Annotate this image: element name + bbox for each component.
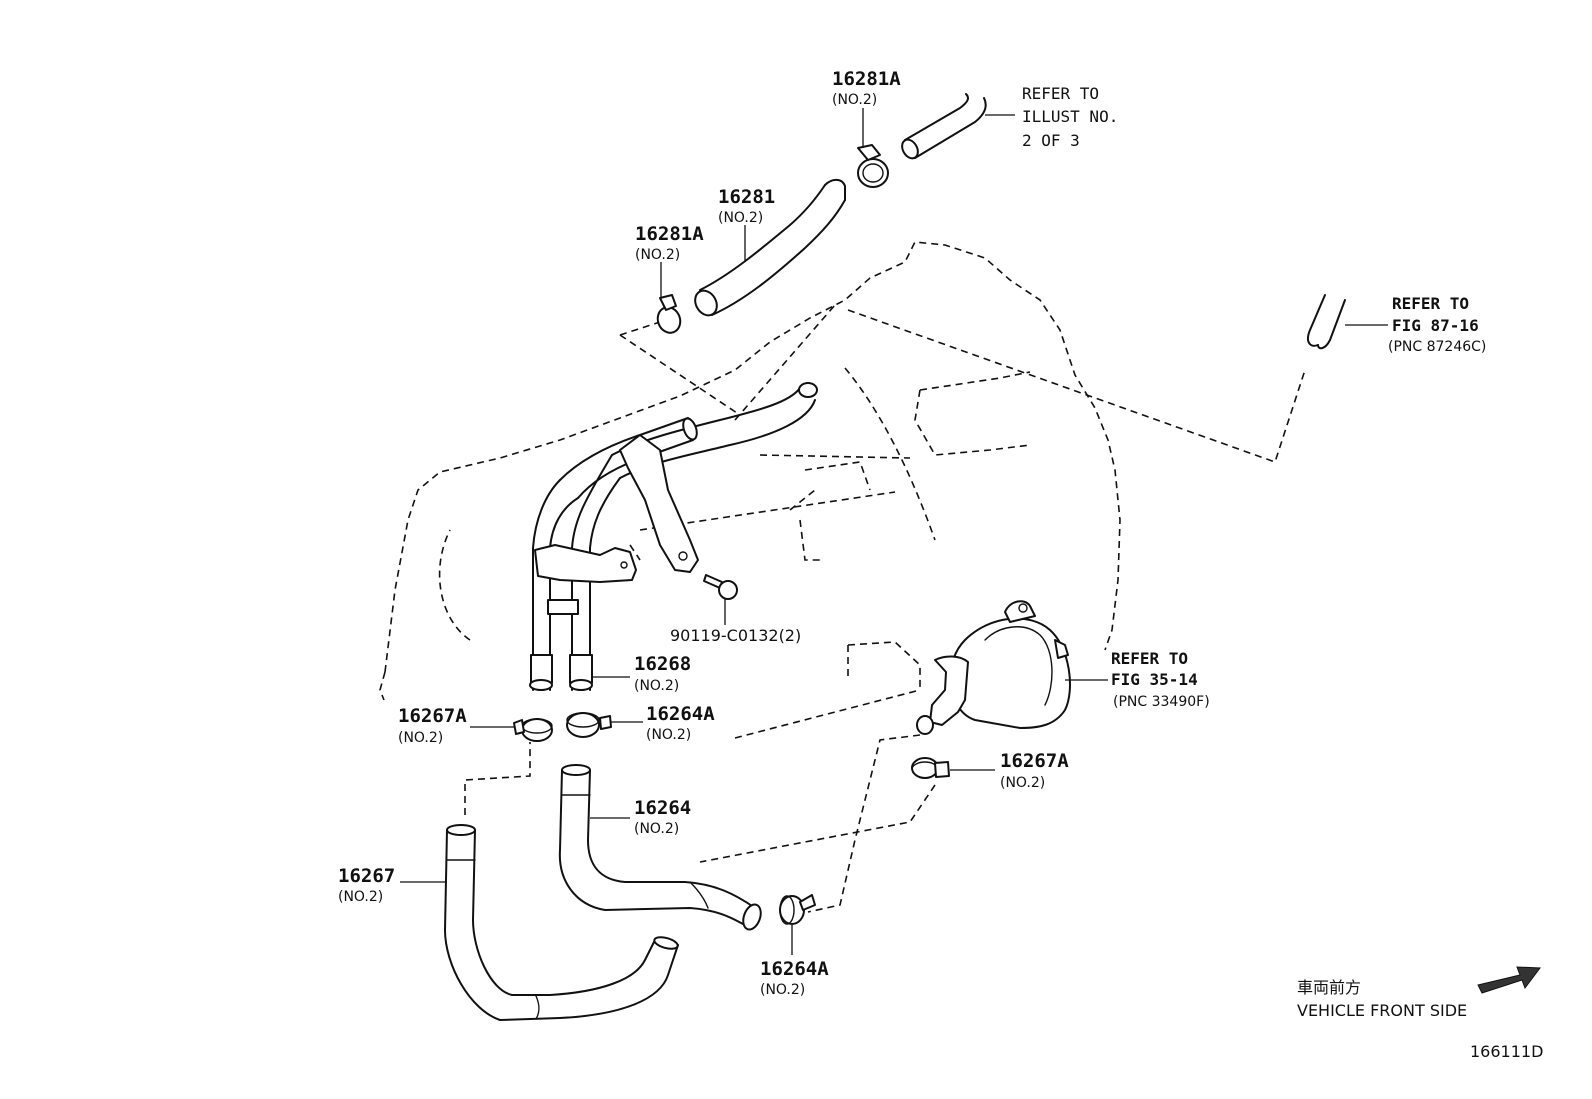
- svg-text:REFER TO: REFER TO: [1392, 294, 1469, 313]
- svg-text:16264A: 16264A: [646, 703, 715, 725]
- arrow-icon: [1477, 966, 1541, 994]
- label-16267A-left: 16267A (NO.2): [398, 705, 467, 746]
- svg-text:(NO.2): (NO.2): [832, 92, 877, 108]
- svg-text:16267: 16267: [338, 865, 395, 887]
- svg-text:(NO.2): (NO.2): [760, 982, 805, 998]
- svg-text:16268: 16268: [634, 653, 691, 675]
- label-16268: 16268 (NO.2): [634, 653, 691, 694]
- svg-text:16281A: 16281A: [832, 68, 901, 90]
- tube-assembly-16268: [529, 382, 818, 691]
- ref-fig-35-14: REFER TO FIG 35-14 (PNC 33490F): [1111, 649, 1210, 710]
- vehicle-front-indicator: 車両前方 VEHICLE FRONT SIDE: [1297, 966, 1541, 1020]
- svg-text:FIG 35-14: FIG 35-14: [1111, 670, 1198, 689]
- oil-cooler: [916, 600, 1108, 735]
- label-16267A-right: 16267A (NO.2): [1000, 750, 1069, 791]
- svg-text:(NO.2): (NO.2): [1000, 775, 1045, 791]
- clamp-16267A-right: [911, 757, 950, 779]
- pipe-upper-right: [901, 93, 1015, 160]
- svg-text:(NO.2): (NO.2): [338, 889, 383, 905]
- svg-text:(PNC 87246C): (PNC 87246C): [1388, 339, 1486, 355]
- label-16264A-bottom: 16264A (NO.2): [760, 958, 829, 998]
- svg-text:(NO.2): (NO.2): [634, 821, 679, 837]
- label-90119: 90119-C0132(2): [670, 626, 801, 645]
- clamp-16267A-left: [513, 718, 553, 742]
- svg-text:REFER TO: REFER TO: [1022, 84, 1099, 103]
- label-16264A-mid: 16264A (NO.2): [646, 703, 715, 743]
- svg-text:(NO.2): (NO.2): [646, 727, 691, 743]
- ref-illust-2-of-3: REFER TO ILLUST NO. 2 OF 3: [1022, 84, 1118, 150]
- svg-text:VEHICLE FRONT SIDE: VEHICLE FRONT SIDE: [1297, 1001, 1467, 1020]
- svg-text:16264A: 16264A: [760, 958, 829, 980]
- svg-text:16281: 16281: [718, 186, 775, 208]
- svg-text:16264: 16264: [634, 797, 691, 819]
- hose-16264: [558, 764, 762, 931]
- svg-text:ILLUST NO.: ILLUST NO.: [1022, 107, 1118, 126]
- clamp-16281A-top: [857, 144, 889, 188]
- label-16281: 16281 (NO.2): [718, 186, 775, 226]
- svg-text:(NO.2): (NO.2): [635, 247, 680, 263]
- svg-text:(PNC 33490F): (PNC 33490F): [1113, 694, 1210, 710]
- bolt-90119: [703, 574, 738, 625]
- clamp-16264A-bottom: [779, 894, 816, 925]
- svg-text:FIG 87-16: FIG 87-16: [1392, 316, 1479, 335]
- diagram-code: 166111D: [1470, 1042, 1543, 1061]
- label-16264: 16264 (NO.2): [634, 797, 691, 837]
- label-16281A-top: 16281A (NO.2): [832, 68, 901, 108]
- svg-text:車両前方: 車両前方: [1297, 978, 1361, 997]
- label-16281A-mid: 16281A (NO.2): [635, 223, 704, 263]
- svg-text:(NO.2): (NO.2): [398, 730, 443, 746]
- clamp-16281A-mid: [656, 294, 682, 334]
- svg-text:90119-C0132(2): 90119-C0132(2): [670, 626, 801, 645]
- ref-fig-87-16: REFER TO FIG 87-16 (PNC 87246C): [1388, 294, 1486, 355]
- hose-16281: [694, 178, 846, 317]
- svg-text:16281A: 16281A: [635, 223, 704, 245]
- svg-text:16267A: 16267A: [1000, 750, 1069, 772]
- label-16267: 16267 (NO.2): [338, 865, 395, 905]
- hose-16267: [444, 824, 679, 1021]
- svg-text:REFER TO: REFER TO: [1111, 649, 1188, 668]
- leader-lines: [400, 108, 995, 955]
- svg-text:(NO.2): (NO.2): [718, 210, 763, 226]
- pipe-right: [1307, 294, 1388, 350]
- svg-text:(NO.2): (NO.2): [634, 678, 679, 694]
- transmission-housing: [379, 241, 1306, 913]
- svg-text:2 OF 3: 2 OF 3: [1022, 131, 1080, 150]
- clamp-16264A-mid: [566, 712, 612, 738]
- svg-text:16267A: 16267A: [398, 705, 467, 727]
